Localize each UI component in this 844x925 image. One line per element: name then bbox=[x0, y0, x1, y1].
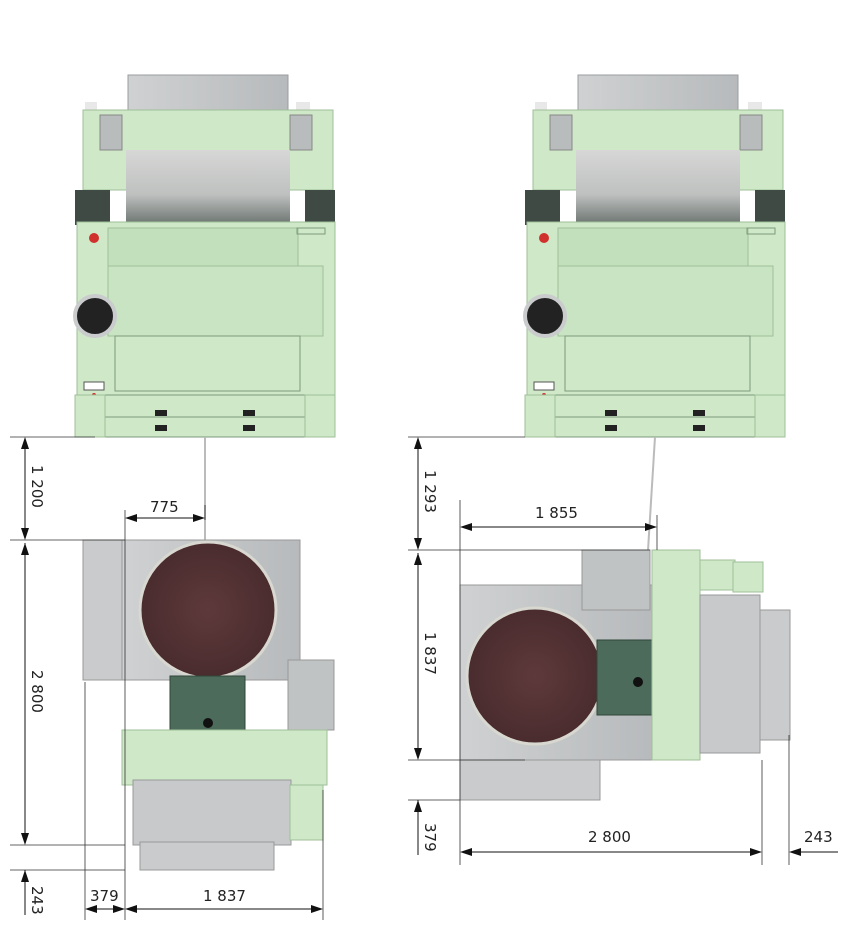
left-dim-775: 775 bbox=[150, 498, 179, 516]
right-dim-1293: 1 293 bbox=[421, 470, 439, 513]
left-dim-1837: 1 837 bbox=[203, 887, 246, 905]
left-dim-1200: 1 200 bbox=[28, 465, 46, 508]
right-coiler bbox=[459, 549, 791, 801]
right-dimensions bbox=[408, 436, 838, 865]
left-dim-243: 243 bbox=[28, 886, 46, 915]
left-dim-379: 379 bbox=[90, 887, 119, 905]
left-machine bbox=[73, 74, 336, 438]
right-dim-1855: 1 855 bbox=[535, 504, 578, 522]
right-machine bbox=[523, 74, 786, 438]
right-dim-243: 243 bbox=[804, 828, 833, 846]
right-dim-1837: 1 837 bbox=[421, 632, 439, 675]
left-coiler bbox=[82, 539, 335, 871]
left-dim-2800: 2 800 bbox=[28, 670, 46, 713]
left-dimensions bbox=[10, 436, 324, 920]
right-dim-2800: 2 800 bbox=[588, 828, 631, 846]
right-dim-379: 379 bbox=[421, 823, 439, 852]
